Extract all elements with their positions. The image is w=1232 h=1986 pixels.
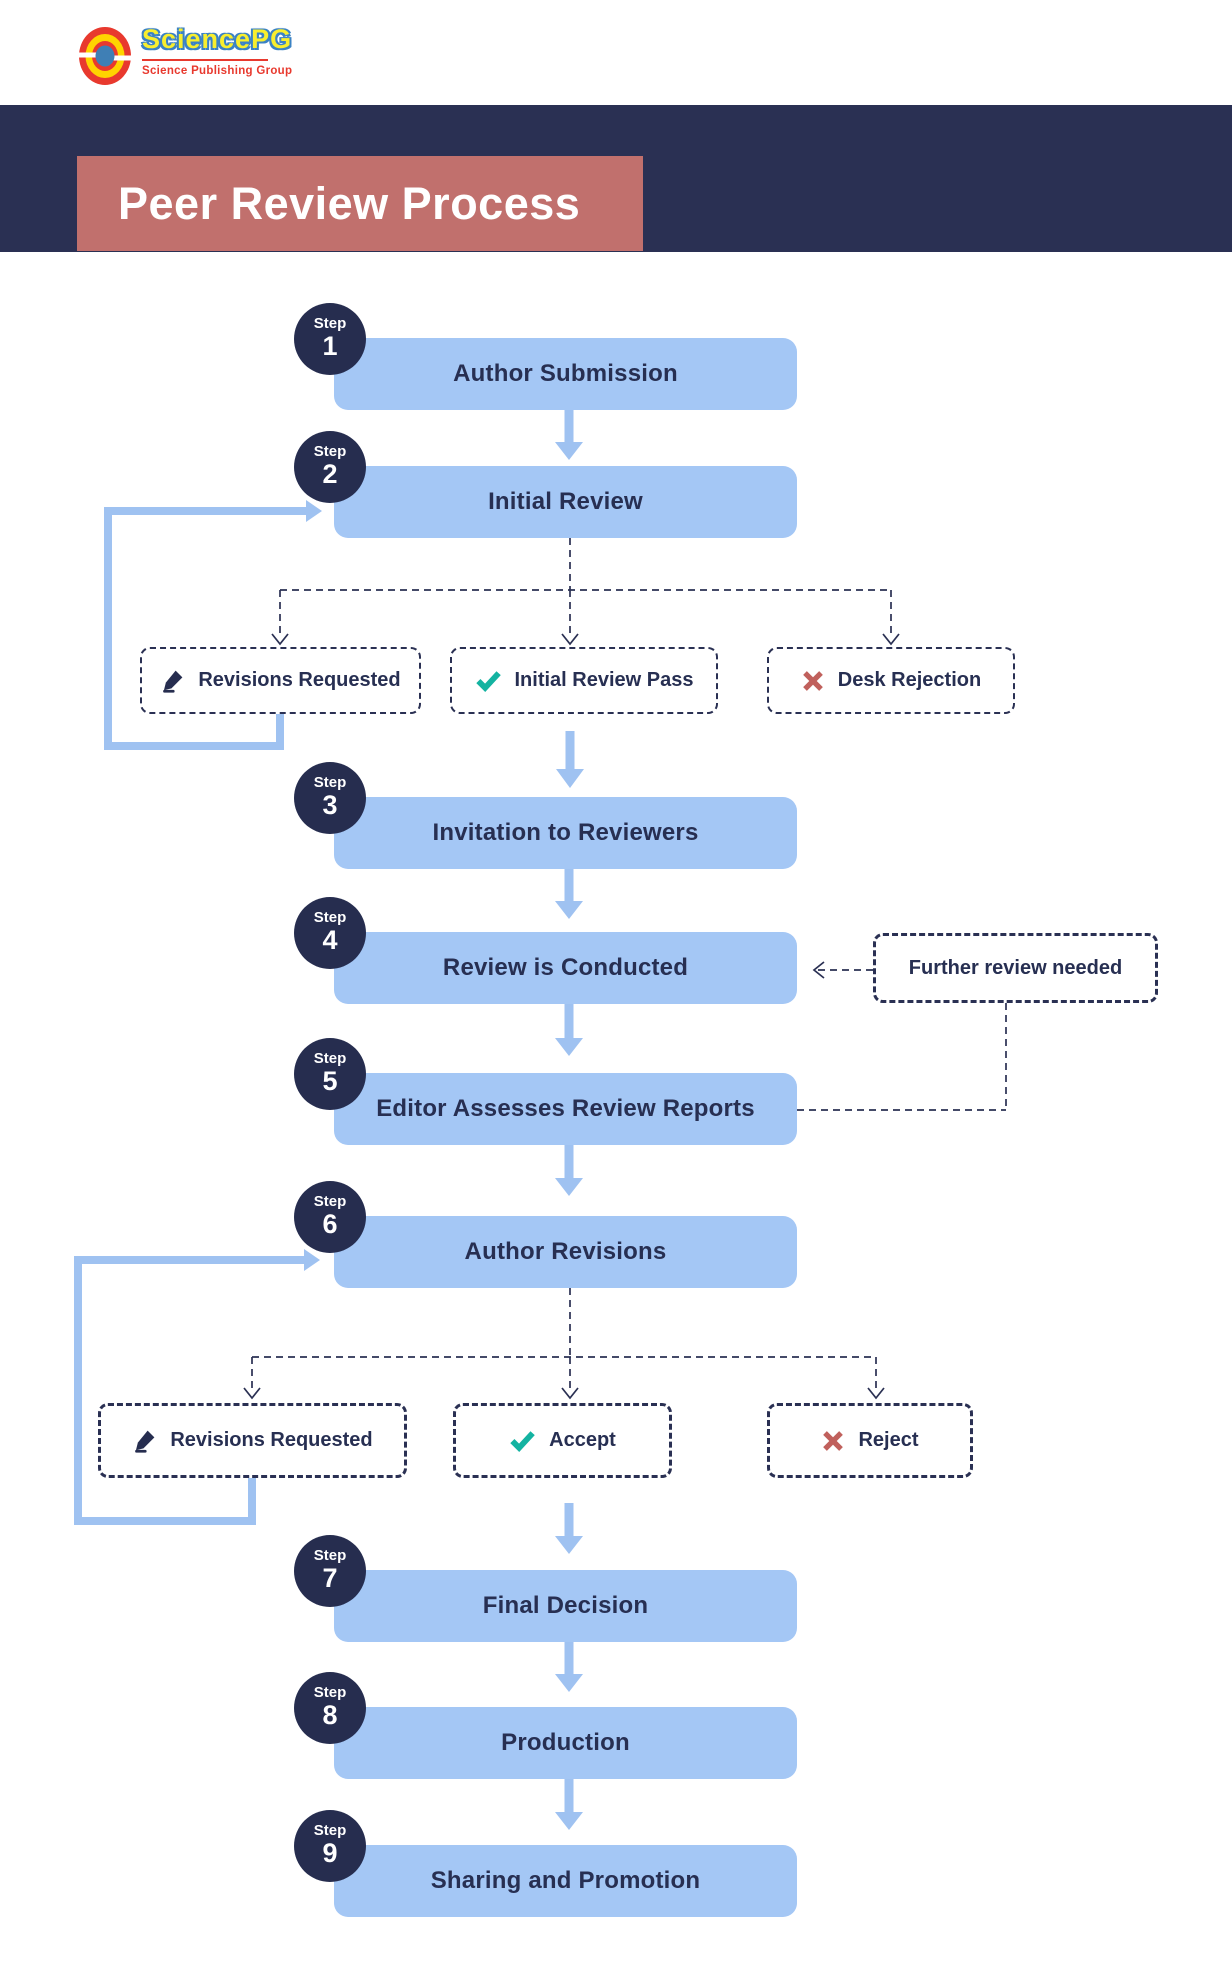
step-badge-word: Step [313, 1546, 347, 1564]
arrow-step7-step8 [555, 1641, 583, 1692]
step-box-initial-review: Initial Review [334, 466, 797, 538]
logo-rule [142, 59, 268, 61]
outcome-revisions-requested-2: Revisions Requested [98, 1403, 407, 1478]
step-badge-word: Step [313, 1821, 347, 1839]
step-badge-5: Step 5 [294, 1038, 366, 1110]
step-badge-number: 9 [322, 1838, 338, 1869]
outcome-label: Revisions Requested [170, 1429, 373, 1451]
logo-text-block: SciencePG Science Publishing Group [142, 26, 292, 77]
page-title: Peer Review Process [118, 177, 581, 229]
outcome-initial-review-pass: Initial Review Pass [450, 647, 718, 714]
step-badge-word: Step [313, 442, 347, 460]
loopback-arrow-row1 [104, 500, 322, 750]
step-badge-number: 8 [322, 1700, 338, 1731]
step-badge-word: Step [313, 1683, 347, 1701]
step-badge-number: 3 [322, 790, 338, 821]
side-note-label: Further review needed [908, 956, 1123, 979]
step-badge-word: Step [313, 314, 347, 332]
loopback-arrow-row2 [74, 1249, 320, 1525]
cross-icon [801, 669, 825, 693]
title-box: Peer Review Process [77, 156, 643, 251]
step-badge-9: Step 9 [294, 1810, 366, 1882]
outcome-accept: Accept [453, 1403, 672, 1478]
step-badge-number: 6 [322, 1209, 338, 1240]
outcome-label: Revisions Requested [198, 669, 401, 691]
sciencepg-logo-icon [78, 27, 132, 85]
outcome-label: Desk Rejection [837, 669, 982, 691]
pencil-icon [160, 668, 185, 693]
logo-brand: SciencePG [142, 24, 293, 54]
arrow-pass-step3 [556, 731, 584, 788]
arrow-accept-step7 [555, 1503, 583, 1554]
step-box-review-is-conducted: Review is Conducted [334, 932, 797, 1004]
check-icon [509, 1427, 536, 1454]
arrow-step5-step6 [555, 1145, 583, 1196]
step-badge-4: Step 4 [294, 897, 366, 969]
sciencepg-logo: SciencePG Science Publishing Group [78, 26, 292, 86]
outcome-label: Initial Review Pass [514, 669, 694, 691]
outcome-revisions-requested-1: Revisions Requested [140, 647, 421, 714]
step-badge-7: Step 7 [294, 1535, 366, 1607]
arrow-step3-step4 [555, 869, 583, 919]
step-badge-6: Step 6 [294, 1181, 366, 1253]
step-badge-number: 2 [322, 459, 338, 490]
step-badge-8: Step 8 [294, 1672, 366, 1744]
step-badge-number: 5 [322, 1066, 338, 1097]
further-review-connector [797, 969, 1007, 1111]
logo-tagline: Science Publishing Group [142, 65, 293, 77]
step-badge-2: Step 2 [294, 431, 366, 503]
further-review-arrowhead [812, 961, 825, 979]
step-badge-3: Step 3 [294, 762, 366, 834]
cross-icon [821, 1429, 845, 1453]
outcome-reject: Reject [767, 1403, 973, 1478]
outcome-desk-rejection: Desk Rejection [767, 647, 1015, 714]
outcome-label: Accept [549, 1429, 616, 1451]
step-badge-word: Step [313, 773, 347, 791]
step-box-invitation-to-reviewers: Invitation to Reviewers [334, 797, 797, 869]
step-badge-word: Step [313, 908, 347, 926]
branch-row1 [279, 538, 892, 634]
step-badge-word: Step [313, 1192, 347, 1210]
step-box-production: Production [334, 1707, 797, 1779]
step-box-final-decision: Final Decision [334, 1570, 797, 1642]
step-badge-number: 1 [322, 331, 338, 362]
step-badge-1: Step 1 [294, 303, 366, 375]
outcome-label: Reject [858, 1429, 919, 1451]
pencil-icon [132, 1428, 157, 1453]
step-badge-number: 7 [322, 1563, 338, 1594]
branch-row2 [251, 1288, 877, 1388]
arrow-step1-step2 [555, 410, 583, 460]
step-box-editor-assesses-review-reports: Editor Assesses Review Reports [334, 1073, 797, 1145]
top-header: SciencePG Science Publishing Group [0, 0, 1232, 105]
branch-row2-arrowheads [243, 1387, 885, 1400]
step-box-author-submission: Author Submission [334, 338, 797, 410]
check-icon [475, 667, 502, 694]
step-box-sharing-and-promotion: Sharing and Promotion [334, 1845, 797, 1917]
step-badge-word: Step [313, 1049, 347, 1067]
arrow-step4-step5 [555, 1003, 583, 1056]
further-review-needed-box: Further review needed [873, 933, 1158, 1003]
arrow-step8-step9 [555, 1779, 583, 1830]
step-box-author-revisions: Author Revisions [334, 1216, 797, 1288]
step-badge-number: 4 [322, 925, 338, 956]
branch-row1-arrowheads [271, 633, 900, 646]
